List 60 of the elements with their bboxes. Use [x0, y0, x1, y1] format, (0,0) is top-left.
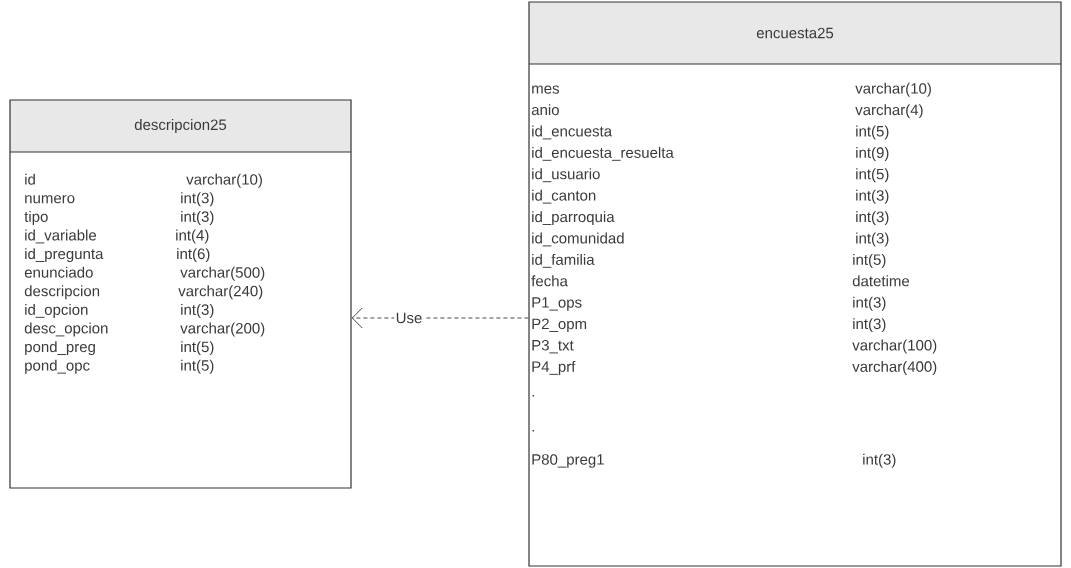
column-name: fecha [531, 275, 568, 287]
column-name: desc_opcion [24, 322, 108, 337]
column-name: id_encuesta [532, 125, 613, 140]
table-title: descripcion25 [134, 119, 227, 133]
column-type: varchar(4) [855, 104, 923, 119]
column-name: mes [532, 85, 559, 94]
column-name: id_variable [25, 229, 97, 244]
column-type: varchar(10) [186, 173, 262, 188]
column-name: id_pregunta [25, 248, 104, 263]
column-type: int(5) [181, 341, 214, 356]
column-type: int(3) [853, 296, 886, 311]
column-type: varchar(200) [180, 322, 265, 337]
column-name: id_comunidad [532, 232, 624, 247]
column-type: int(3) [863, 453, 896, 468]
column-type: datetime [852, 275, 910, 287]
column-type: varchar(400) [852, 360, 937, 375]
column-type: int(6) [177, 248, 210, 263]
table-box [528, 1, 1062, 567]
column-name: P2_opm [532, 318, 587, 333]
column-name: id_parroquia [532, 211, 615, 226]
column-type: int(3) [181, 210, 214, 225]
column-type: int(5) [856, 125, 889, 140]
column-type: int(5) [181, 359, 214, 374]
column-name: id_encuesta_resuelta [532, 146, 674, 161]
column-type: int(9) [856, 146, 889, 161]
column-type: int(4) [176, 229, 209, 244]
column-name: anio [531, 104, 559, 116]
column-type: int(3) [856, 211, 889, 226]
column-type: int(3) [853, 318, 886, 333]
column-type: int(5) [853, 253, 886, 268]
column-name: P1_ops [532, 297, 582, 311]
column-name: P80_preg1 [532, 454, 604, 468]
column-type: int(5) [856, 168, 889, 183]
column-type: varchar(500) [180, 266, 265, 281]
table-title: encuesta25 [756, 27, 834, 39]
column-name: pond_preg [25, 341, 95, 356]
column-type: varchar(240) [178, 285, 263, 300]
column-name: id [25, 173, 35, 185]
column-name: pond_opc [25, 359, 90, 374]
column-type: int(3) [181, 192, 214, 207]
column-name: P3_txt [532, 339, 574, 354]
column-type: int(3) [181, 303, 214, 318]
column-name: . [532, 395, 534, 397]
column-type: varchar(10) [855, 82, 931, 97]
table-box [9, 99, 352, 489]
dependency-arrow [351, 307, 529, 329]
column-type: int(3) [856, 189, 889, 204]
column-name: id_usuario [532, 168, 600, 183]
column-name: P4_prf [532, 360, 576, 375]
column-name: id_opcion [25, 303, 88, 318]
column-name: enunciado [24, 266, 93, 278]
column-name: descripcion [24, 285, 100, 300]
column-name: id_canton [532, 189, 596, 204]
column-type: varchar(100) [852, 339, 937, 354]
column-name: . [532, 430, 534, 432]
column-name: numero [25, 195, 75, 204]
column-name: id_familia [532, 253, 595, 268]
column-name: tipo [24, 210, 48, 225]
edge-label: Use [394, 311, 424, 325]
column-type: int(3) [856, 232, 889, 247]
